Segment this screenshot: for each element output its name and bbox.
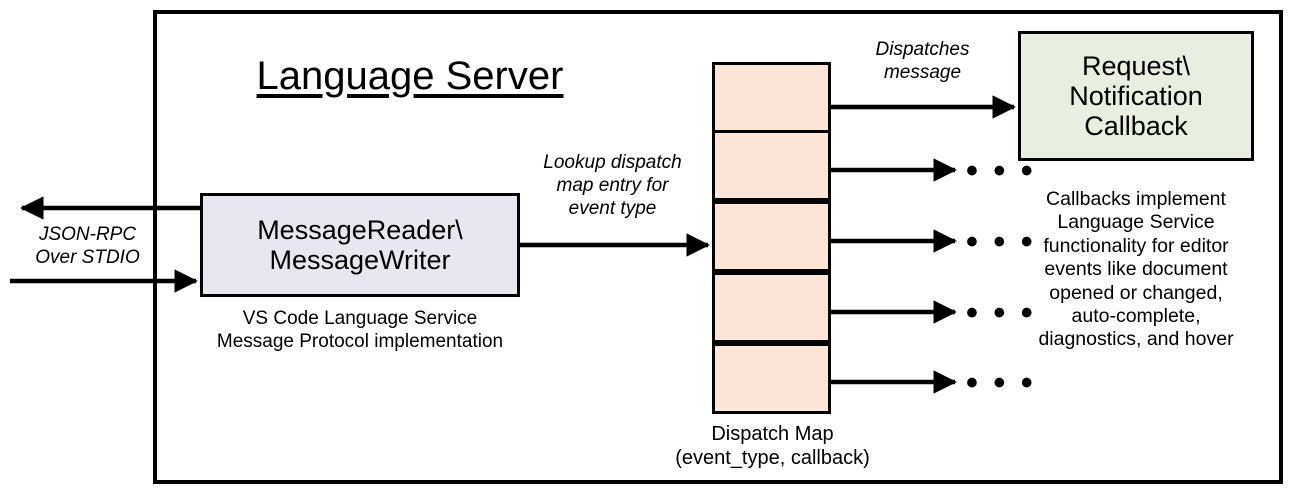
ellipsis-row-3: • • • <box>966 223 1036 261</box>
dispatches-message-label: Dispatches message <box>875 39 970 83</box>
callback-line-1: Request\ <box>1081 50 1191 81</box>
dispatch-map-cell-4[interactable] <box>712 272 831 343</box>
callback-line-3: Callback <box>1084 111 1188 142</box>
dispatch-map-cell-5[interactable] <box>712 343 831 414</box>
page-title: Language Server <box>256 54 564 98</box>
ellipsis-row-5: • • • <box>966 364 1036 402</box>
jsonrpc-transport-label: JSON-RPC Over STDIO <box>35 224 140 268</box>
message-reader-writer-caption: VS Code Language Service Message Protoco… <box>216 308 504 352</box>
dispatch-map-cell-1[interactable] <box>712 62 831 133</box>
language-server-boundary <box>153 10 1283 484</box>
lookup-dispatch-label: Lookup dispatch map entry for event type <box>543 152 682 219</box>
request-notification-callback-node[interactable]: Request\ Notification Callback <box>1018 31 1254 161</box>
reader-line-2: MessageWriter <box>269 245 451 275</box>
reader-line-1: MessageReader\ <box>257 214 463 245</box>
callback-line-2: Notification <box>1069 80 1203 111</box>
dispatch-map-caption: Dispatch Map (event_type, callback) <box>675 423 870 469</box>
dispatch-map-cell-2[interactable] <box>712 130 831 201</box>
callback-description: Callbacks implement Language Service fun… <box>1038 188 1234 351</box>
dispatch-map-cell-3[interactable] <box>712 201 831 272</box>
message-reader-writer-node[interactable]: MessageReader\ MessageWriter <box>200 193 520 297</box>
dispatch-map-table[interactable] <box>712 62 831 417</box>
ellipsis-row-4: • • • <box>966 294 1036 332</box>
